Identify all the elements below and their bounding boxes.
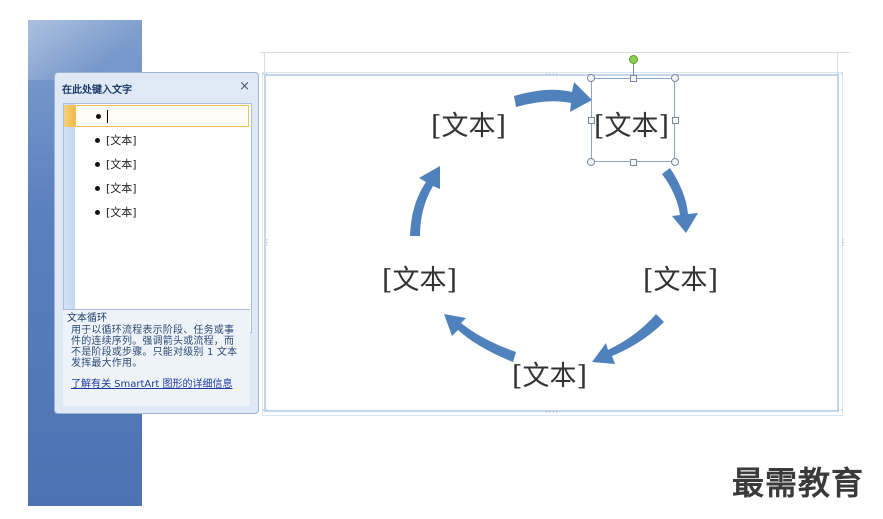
- resize-handle-edge[interactable]: [630, 159, 637, 166]
- bullet-icon: [95, 161, 100, 167]
- resize-handle-edge[interactable]: [588, 117, 595, 124]
- resize-handle-edge[interactable]: [630, 75, 637, 82]
- watermark-logo: 最需教育: [732, 464, 865, 502]
- bullet-item[interactable]: [文本]: [75, 201, 249, 223]
- bullet-icon: [96, 113, 101, 119]
- frame-corner-handle[interactable]: ··: [262, 70, 270, 79]
- ruler-mark: [264, 52, 265, 74]
- frame-handle-bottom[interactable]: ····: [545, 408, 560, 417]
- bullet-list[interactable]: [文本] [文本] [文本] [文本]: [63, 103, 252, 333]
- bullet-gutter: [64, 104, 75, 332]
- bullet-icon: [95, 209, 100, 215]
- frame-handle-left[interactable]: ⋮: [263, 238, 272, 247]
- resize-handle-corner[interactable]: [671, 158, 679, 166]
- text-caret: [107, 109, 108, 123]
- rotation-handle[interactable]: [629, 55, 638, 64]
- rotation-line: [633, 64, 634, 78]
- bullet-icon: [95, 185, 100, 191]
- layout-name: 文本循环: [67, 313, 107, 324]
- frame-handle-top[interactable]: ····: [545, 70, 560, 79]
- ruler-mark: [837, 52, 838, 74]
- layout-description: 用于以循环流程表示阶段、任务或事件的连续序列。强调箭头或流程，而不是阶段或步骤。…: [71, 325, 238, 369]
- cycle-arrow: [444, 314, 516, 362]
- bullet-item[interactable]: [文本]: [75, 129, 249, 151]
- resize-handle-edge[interactable]: [672, 117, 679, 124]
- resize-handle-corner[interactable]: [671, 74, 679, 82]
- description-area: 文本循环 用于以循环流程表示阶段、任务或事件的连续序列。强调箭头或流程，而不是阶…: [63, 309, 250, 406]
- node-text-5[interactable]: [文本]: [382, 265, 458, 296]
- ruler: [260, 52, 850, 53]
- pane-title: 在此处键入文字: [62, 85, 132, 96]
- smartart-frame[interactable]: [262, 72, 843, 416]
- bullet-item[interactable]: [文本]: [75, 177, 249, 199]
- cycle-arrow: [410, 166, 440, 236]
- node-text-2[interactable]: [文本]: [594, 111, 670, 142]
- resize-handle-corner[interactable]: [587, 158, 595, 166]
- bullet-item-active[interactable]: [75, 105, 249, 127]
- cycle-arrow: [592, 314, 664, 364]
- cycle-arrow: [514, 82, 592, 112]
- active-row-marker: [64, 105, 75, 127]
- help-link[interactable]: 了解有关 SmartArt 图形的详细信息: [71, 379, 233, 390]
- selection-box[interactable]: [591, 78, 675, 162]
- frame-corner-handle[interactable]: ··: [837, 406, 845, 415]
- frame-corner-handle[interactable]: ··: [837, 70, 845, 79]
- bullet-item[interactable]: [文本]: [75, 153, 249, 175]
- node-text-1[interactable]: [文本]: [431, 111, 507, 142]
- node-text-3[interactable]: [文本]: [643, 265, 719, 296]
- node-text-4[interactable]: [文本]: [512, 361, 588, 392]
- resize-handle-corner[interactable]: [587, 74, 595, 82]
- smartart-text-pane: 在此处键入文字 × [文本] [文本] [文本] [文本] 文本循环 用于以循环…: [54, 72, 259, 414]
- cycle-arrow: [662, 168, 698, 233]
- close-icon[interactable]: ×: [239, 79, 250, 94]
- smartart-canvas[interactable]: [264, 74, 839, 412]
- bullet-icon: [95, 137, 100, 143]
- frame-handle-right[interactable]: ⋮: [839, 238, 848, 247]
- frame-corner-handle[interactable]: ··: [262, 406, 270, 415]
